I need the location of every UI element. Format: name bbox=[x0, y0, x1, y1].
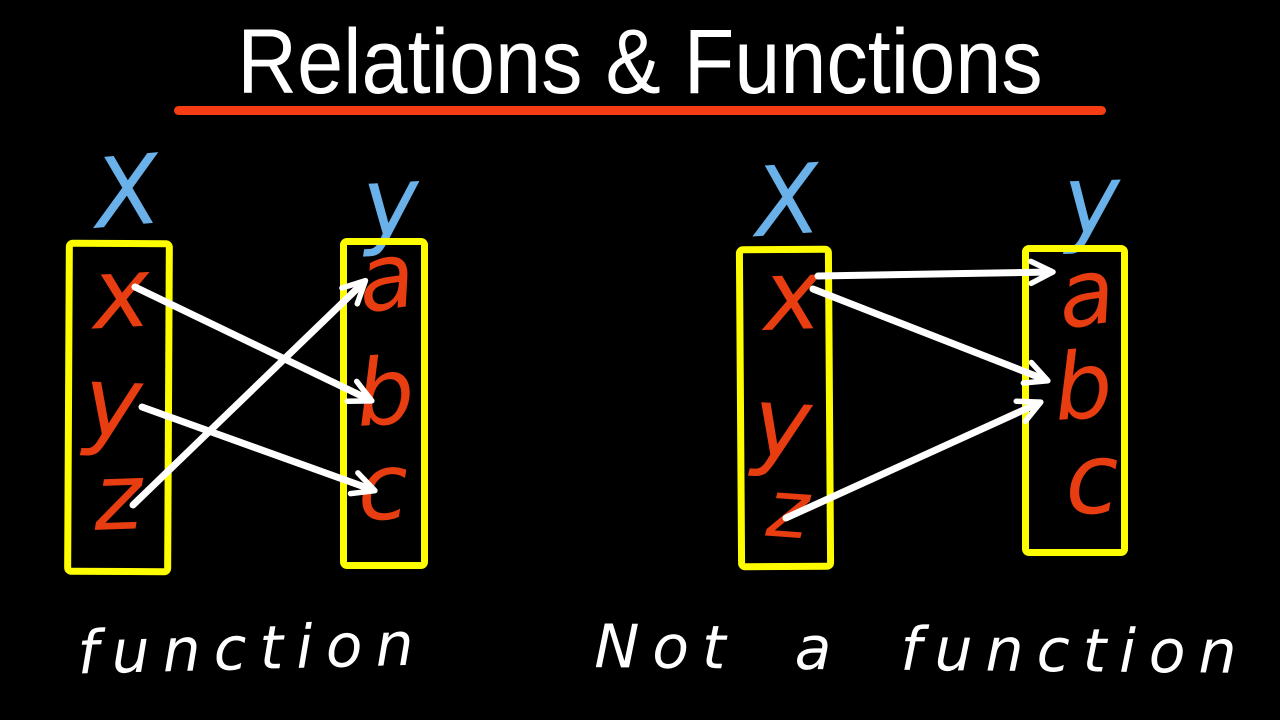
title-underline bbox=[174, 106, 1106, 115]
right-domain-element-y: y bbox=[750, 365, 814, 483]
left-domain-element-x: x bbox=[89, 235, 153, 353]
right-domain-element-x: x bbox=[761, 238, 823, 354]
right-domain-set-label: X bbox=[750, 142, 824, 260]
left-codomain-element-b: b bbox=[352, 337, 418, 448]
right-domain-element-z: z bbox=[763, 461, 813, 558]
arrow-x-to-b bbox=[809, 285, 1051, 386]
page-title: Relations & Functions bbox=[237, 11, 1043, 113]
right-codomain-set-label: y bbox=[1061, 143, 1123, 257]
arrow-x-to-a bbox=[814, 258, 1056, 287]
arrow-y-to-c bbox=[138, 403, 378, 497]
left-domain-element-y: y bbox=[82, 345, 144, 461]
right-codomain-element-c: c bbox=[1063, 422, 1121, 538]
left-diagram-caption: function bbox=[76, 609, 428, 689]
left-domain-set-label: X bbox=[89, 133, 165, 251]
right-codomain-element-b: b bbox=[1050, 331, 1116, 442]
right-diagram-caption: Not a function bbox=[594, 612, 1250, 688]
left-domain-element-z: z bbox=[91, 443, 144, 552]
left-codomain-element-c: c bbox=[355, 433, 411, 542]
